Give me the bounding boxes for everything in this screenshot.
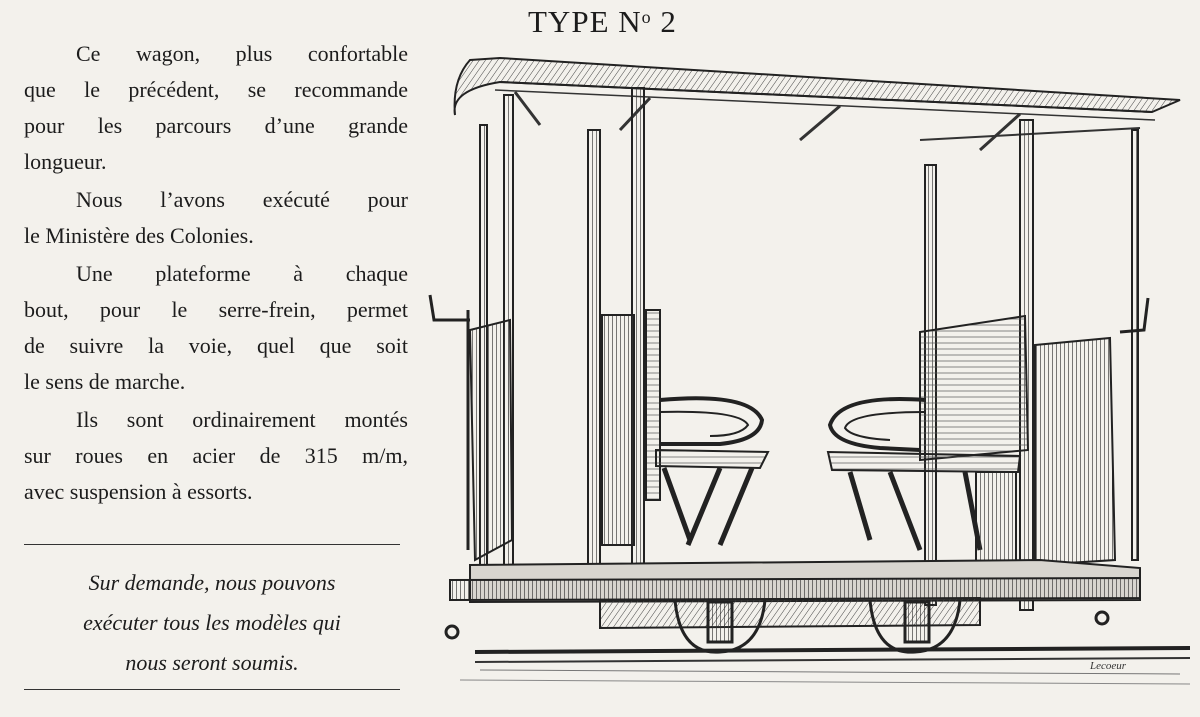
description-text: Ce wagon, plus confortable que le précéd… [24, 36, 408, 510]
text-line: de suivre la voie, quel que soit [24, 333, 408, 358]
end-panels [468, 318, 1117, 567]
text-line: Ils sont ordinairement montés [76, 407, 408, 432]
divider-bottom [24, 689, 400, 690]
brake-handles [428, 294, 1150, 640]
note-line: nous seront soumis. [125, 650, 299, 675]
engraver-signature: Lecoeur [1090, 660, 1127, 672]
roof [453, 56, 1181, 152]
text-line: avec suspension à essorts. [24, 479, 253, 504]
paragraph: Nous l’avons exécuté pour le Ministère d… [24, 182, 408, 254]
divider-top [24, 544, 400, 545]
text-line: Une plateforme à chaque [76, 261, 408, 286]
wheels [673, 599, 962, 654]
note-line: exécuter tous les modèles qui [83, 610, 341, 635]
text-line: longueur. [24, 149, 107, 174]
page-title: TYPE No 2 [528, 4, 677, 39]
text-line: Ce wagon, plus confortable [76, 41, 408, 66]
note-text: Sur demande, nous pouvons exécuter tous … [24, 563, 400, 683]
right-seat [826, 314, 1030, 563]
paragraph: Ce wagon, plus confortable que le précéd… [24, 36, 408, 180]
text-line: le sens de marche. [24, 369, 186, 394]
text-line: bout, pour le serre-frein, permet [24, 297, 408, 322]
left-seat [601, 309, 770, 546]
railway-wagon-illustration [428, 56, 1191, 685]
note-line: Sur demande, nous pouvons [88, 570, 336, 595]
paragraph: Ils sont ordinairement montés sur roues … [24, 402, 408, 510]
track [459, 646, 1191, 685]
paragraph: Une plateforme à chaque bout, pour le se… [24, 256, 408, 400]
text-line: sur roues en acier de 315 m/m, [24, 443, 408, 468]
text-line: le Ministère des Colonies. [24, 223, 254, 248]
text-line: que le précédent, se recommande [24, 77, 408, 102]
text-line: Nous l’avons exécuté pour [76, 187, 408, 212]
floor-and-chassis [449, 558, 1141, 630]
text-line: pour les parcours d’une grande [24, 113, 408, 138]
